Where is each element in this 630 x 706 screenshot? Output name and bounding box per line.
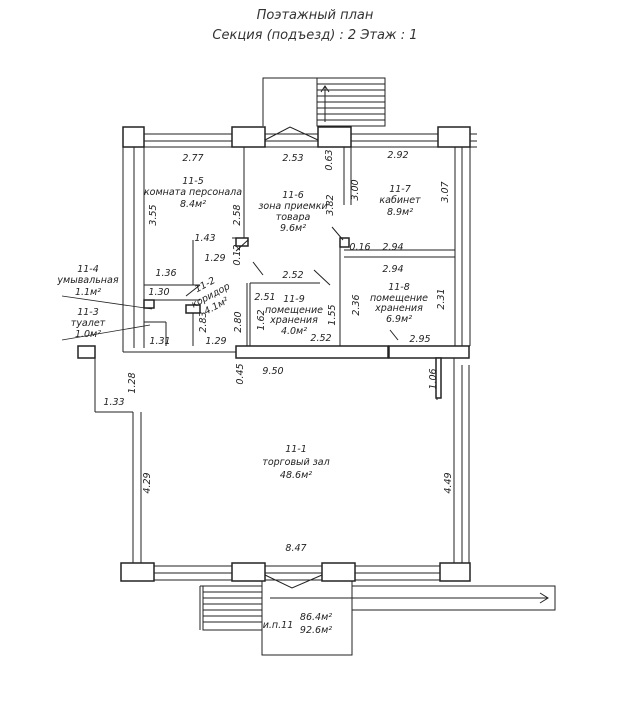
room-11-1-area: 48.6м² [280, 470, 312, 481]
room-11-4-name: умывальная [56, 275, 118, 286]
dim-1-30: 1.30 [148, 287, 169, 298]
dim-2-92: 2.92 [387, 150, 408, 161]
room-11-5-area: 8.4м² [180, 199, 206, 210]
room-11-9-name-line2: хранения [269, 315, 318, 326]
dim-0-45: 0.45 [235, 363, 246, 384]
leader-lines [61, 295, 153, 341]
dim-2-36: 2.36 [351, 294, 362, 315]
room-11-8-name-line2: хранения [374, 303, 423, 314]
room-11-8-area: 6.9м² [386, 314, 412, 325]
room-11-6: 11-6 зона приемки товара 9.6м² [258, 190, 327, 234]
room-11-3: 11-3 туалет 1.0м² [71, 307, 106, 340]
totals: и.п.11 86.4м² 92.6м² [263, 612, 333, 636]
dim-1-43: 1.43 [194, 233, 215, 244]
room-11-7-name: кабинет [379, 195, 421, 206]
room-11-8-id: 11-8 [388, 282, 410, 293]
dim-4-49: 4.49 [443, 472, 454, 493]
dim-8-47: 8.47 [285, 543, 306, 554]
dim-2-95: 2.95 [409, 334, 430, 345]
stairs-bottom [202, 585, 549, 631]
dim-0-12: 0.12 [232, 244, 243, 265]
room-11-7-area: 8.9м² [387, 207, 413, 218]
dim-1-55: 1.55 [327, 304, 338, 325]
room-11-3-id: 11-3 [77, 307, 99, 318]
dim-3-07: 3.07 [440, 181, 451, 202]
dim-2-94-lower: 2.94 [382, 264, 403, 275]
room-11-5-id: 11-5 [182, 176, 204, 187]
room-11-4-area: 1.1м² [75, 287, 101, 298]
dim-2-52-upper: 2.52 [282, 270, 303, 281]
room-11-4: 11-4 умывальная 1.1м² [56, 264, 118, 298]
dim-4-29: 4.29 [142, 472, 153, 493]
room-11-5-name: комната персонала [144, 187, 242, 198]
dim-1-31: 1.31 [149, 336, 170, 347]
dim-1-29-lower: 1.29 [205, 336, 226, 347]
dim-3-00: 3.00 [350, 179, 361, 200]
room-11-6-name-line1: зона приемки [258, 201, 327, 212]
room-11-9: 11-9 помещение хранения 4.0м² [265, 294, 323, 337]
room-11-5: 11-5 комната персонала 8.4м² [144, 176, 242, 210]
dim-9-50: 9.50 [262, 366, 283, 377]
dim-1-06: 1.06 [428, 368, 439, 389]
room-11-6-name-line2: товара [276, 212, 311, 223]
room-11-1: 11-1 торговый зал 48.6м² [262, 444, 329, 481]
dim-3-55: 3.55 [148, 204, 159, 225]
dim-1-29-upper: 1.29 [204, 253, 225, 264]
room-11-4-id: 11-4 [77, 264, 99, 275]
room-11-1-name: торговый зал [262, 457, 329, 468]
dim-0-63: 0.63 [324, 149, 335, 170]
door-swings [185, 126, 399, 589]
room-11-8: 11-8 помещение хранения 6.9м² [370, 282, 428, 325]
room-11-9-area: 4.0м² [281, 326, 307, 337]
room-11-9-name-line1: помещение [265, 305, 323, 316]
wall-blocks [77, 126, 471, 582]
room-11-6-area: 9.6м² [280, 223, 306, 234]
room-11-3-area: 1.0м² [75, 329, 101, 340]
dim-1-33: 1.33 [103, 397, 124, 408]
room-11-1-id: 11-1 [285, 444, 307, 455]
room-11-6-id: 11-6 [282, 190, 304, 201]
dim-0-16: 0.16 [349, 242, 370, 253]
totals-area-1: 86.4м² [300, 612, 332, 623]
stairs-top [316, 77, 386, 127]
dim-1-62: 1.62 [256, 309, 267, 330]
room-11-3-name: туалет [71, 318, 106, 329]
dim-2-58: 2.58 [232, 204, 243, 225]
room-11-7-id: 11-7 [389, 184, 411, 195]
dimension-labels: 2.77 2.53 2.92 1.43 0.16 2.94 2.94 1.36 … [103, 150, 430, 554]
dim-3-82: 3.82 [325, 194, 336, 215]
dim-2-52-lower: 2.52 [310, 333, 331, 344]
dim-1-36: 1.36 [155, 268, 176, 279]
dim-2-94-upper: 2.94 [382, 242, 403, 253]
dimension-labels-vertical: 0.63 3.55 2.58 3.82 3.00 3.07 0.12 2.36 … [127, 149, 454, 493]
plan-subtitle: Секция (подъезд) : 2 Этаж : 1 [212, 28, 418, 43]
dim-2-77: 2.77 [182, 153, 203, 164]
dim-1-28: 1.28 [127, 372, 138, 393]
room-11-9-id: 11-9 [283, 294, 305, 305]
plan-title: Поэтажный план [256, 8, 374, 23]
totals-label: и.п.11 [263, 620, 294, 631]
totals-area-2: 92.6м² [300, 625, 332, 636]
room-11-8-name-line1: помещение [370, 293, 428, 304]
dim-2-83: 2.83 [198, 311, 209, 332]
dim-2-80: 2.80 [233, 311, 244, 332]
dim-2-53: 2.53 [282, 153, 303, 164]
room-11-7: 11-7 кабинет 8.9м² [379, 184, 421, 218]
dim-2-51: 2.51 [254, 292, 275, 303]
dim-2-31: 2.31 [436, 288, 447, 309]
